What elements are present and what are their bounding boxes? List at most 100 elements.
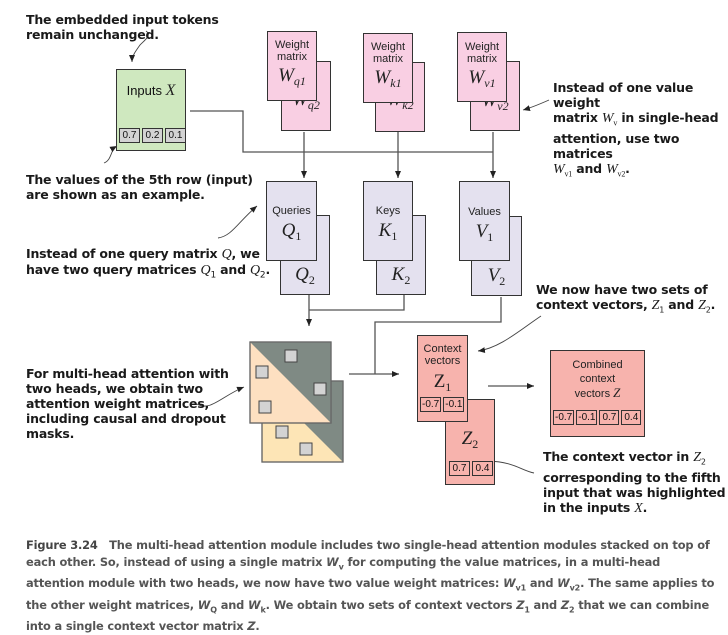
value-cell: -0.7: [553, 410, 575, 425]
math-symbol: W: [248, 597, 261, 612]
text: including causal and dropout: [26, 411, 226, 426]
text: , we: [231, 246, 260, 261]
text: have two query matrices: [26, 262, 201, 277]
annot-arrow-inputs: [129, 30, 149, 63]
math-symbol: W: [374, 67, 391, 88]
annotation-line: The embedded input tokens: [26, 12, 219, 27]
weight-matrix-wv1: Weight matrix Wv1: [457, 32, 507, 102]
label: Queries: [272, 205, 311, 217]
label: Combined: [572, 359, 623, 371]
label: Values: [468, 206, 501, 218]
inputs-label: Inputs X: [117, 82, 185, 100]
math-symbol: Z: [693, 450, 701, 465]
annotation-line: The values of the 5th row (input): [26, 172, 253, 187]
subscript: v1: [515, 583, 527, 593]
subscript: k: [260, 604, 266, 614]
math-symbol: W: [326, 555, 339, 569]
math-symbol: Q: [221, 247, 232, 262]
subscript: v: [338, 562, 344, 572]
annotation-inputs-unchanged: The embedded input tokens remain unchang…: [26, 12, 219, 42]
label: Context: [423, 343, 462, 355]
text: Instead of one value weight: [553, 80, 694, 110]
subscript: 1: [659, 305, 665, 315]
caption-text: . The same applies to the other weight m…: [26, 576, 715, 612]
subscript: 1: [524, 604, 530, 614]
label: vectors: [424, 355, 461, 367]
annotation-line: remain unchanged.: [26, 27, 159, 42]
text: .: [710, 297, 716, 312]
subscript: q2: [307, 98, 320, 112]
annotation-context-vector-z2: The context vector in Z2 corresponding t…: [543, 449, 728, 516]
math-symbol: X: [165, 82, 176, 99]
math-symbol: K: [378, 220, 392, 241]
z1-values: -0.7-0.1: [419, 394, 465, 412]
subscript: v2: [497, 99, 509, 113]
text: .: [642, 499, 648, 515]
annot-arrow-fifth-row: [103, 145, 118, 164]
text: The context vector in: [543, 449, 694, 464]
math-symbol: Z: [433, 371, 446, 392]
subscript: 1: [487, 230, 494, 244]
value-cell: 0.1: [165, 128, 186, 143]
text: corresponding to the fifth: [543, 469, 721, 485]
subscript: 1: [295, 229, 302, 243]
math-symbol: Q: [200, 263, 211, 278]
math-symbol: W: [278, 65, 294, 86]
math-symbol: Z: [698, 298, 706, 313]
text: in the inputs: [543, 499, 635, 515]
math-symbol: Q: [281, 220, 296, 241]
annotation-fifth-row: The values of the 5th row (input) are sh…: [26, 172, 253, 202]
math-symbol: Q: [249, 263, 260, 278]
text: For multi-head attention with: [26, 366, 229, 381]
text: and: [572, 160, 607, 176]
label: Weight: [464, 41, 500, 53]
math-symbol: W: [557, 576, 570, 591]
text: We now have two sets of: [536, 282, 708, 297]
text: attention weight matrices,: [26, 396, 210, 411]
math-symbol: W: [468, 67, 485, 88]
subscript: 2: [700, 457, 706, 467]
math-symbol: Q: [295, 264, 309, 285]
text: in single-head: [617, 110, 719, 125]
subscript: 2: [259, 270, 266, 281]
text: matrix: [553, 110, 602, 125]
text: context vectors,: [536, 297, 652, 312]
subscript: q1: [293, 74, 306, 88]
annotation-multi-head: For multi-head attention with two heads,…: [26, 366, 229, 441]
caption-text: and: [529, 597, 561, 612]
math-symbol: Z: [651, 298, 660, 313]
subscript: 2: [472, 437, 479, 451]
value-cell: 0.2: [142, 128, 163, 143]
caption-text: for computing the value matrices, in a m…: [26, 555, 661, 591]
text: Inputs: [126, 83, 166, 98]
queries-matrix-q1: Queries Q1: [266, 181, 317, 261]
annot-arrow-two-sets: [477, 315, 542, 354]
subscript: 2: [499, 274, 506, 288]
math-symbol: V: [475, 221, 488, 242]
text: .: [625, 160, 630, 176]
math-symbol: K: [391, 264, 405, 285]
label: Weight: [370, 41, 406, 53]
math-symbol: V: [487, 265, 500, 286]
caption-text: and: [526, 576, 558, 591]
text: and: [664, 297, 699, 312]
text: Instead of one query matrix: [26, 246, 222, 261]
subscript: 1: [210, 270, 216, 281]
value-cell: 0.7: [449, 461, 470, 476]
math-symbol: W: [197, 597, 211, 612]
caption-text: .: [255, 618, 260, 633]
subscript: v1: [484, 76, 496, 90]
annotation-value-weight: Instead of one value weight matrix Wv in…: [553, 80, 728, 181]
value-cell: -0.1: [576, 410, 598, 425]
value-cell: 0.4: [621, 410, 642, 425]
subscript: 2: [568, 604, 575, 614]
label: Weight: [274, 39, 310, 51]
subscript: 1: [445, 380, 452, 394]
figure-caption: Figure 3.24 The multi-head attention mod…: [26, 537, 716, 635]
subscript: 1: [391, 229, 398, 243]
annot-arrow-value: [522, 99, 550, 111]
